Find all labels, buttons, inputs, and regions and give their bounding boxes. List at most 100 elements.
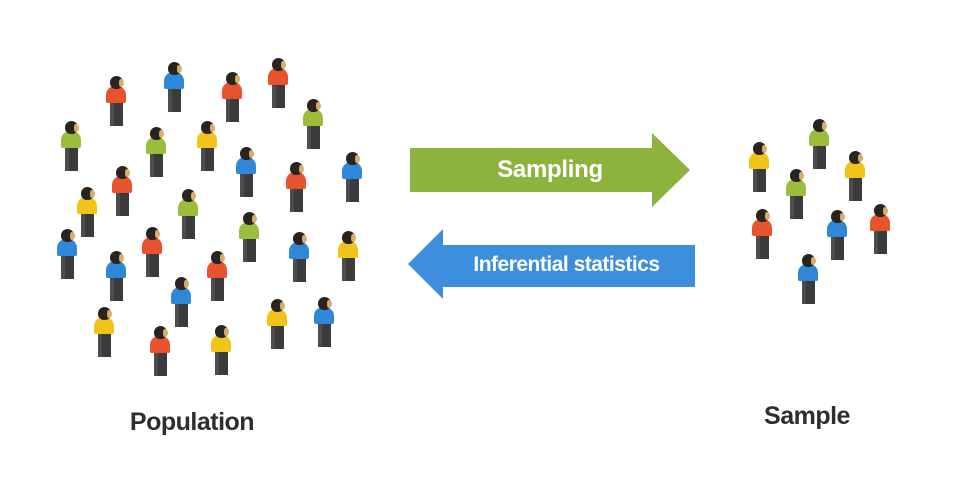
person-torso: [342, 162, 362, 179]
person-face: [821, 122, 827, 130]
person-legs: [181, 216, 195, 239]
person-icon: [171, 277, 191, 327]
person-head: [755, 209, 770, 222]
person-torso: [197, 131, 217, 148]
person-torso: [106, 86, 126, 103]
person-icon: [94, 307, 114, 357]
person-legs: [225, 99, 239, 122]
person-torso: [222, 82, 242, 99]
person-torso: [798, 264, 818, 281]
person-head: [873, 204, 888, 217]
sampling-arrow: Sampling: [410, 133, 690, 207]
person-torso: [303, 109, 323, 126]
person-face: [810, 257, 816, 265]
person-legs: [242, 239, 256, 262]
person-legs: [271, 85, 285, 108]
person-head: [109, 76, 124, 89]
person-face: [764, 212, 770, 220]
person-face: [761, 145, 767, 153]
person-head: [200, 121, 215, 134]
person-torso: [178, 199, 198, 216]
person-icon: [207, 251, 227, 301]
person-head: [341, 231, 356, 244]
inferential-statistics-arrow: Inferential statistics: [408, 229, 695, 299]
person-face: [298, 165, 304, 173]
person-icon: [112, 166, 132, 216]
person-head: [752, 142, 767, 155]
person-legs: [270, 326, 284, 349]
person-legs: [239, 174, 253, 197]
person-face: [798, 172, 804, 180]
person-torso: [94, 317, 114, 334]
person-icon: [749, 142, 769, 192]
person-face: [223, 328, 229, 336]
person-head: [225, 72, 240, 85]
person-head: [242, 212, 257, 225]
person-legs: [167, 89, 181, 112]
person-legs: [109, 278, 123, 301]
person-legs: [306, 126, 320, 149]
person-head: [80, 187, 95, 200]
person-head: [830, 210, 845, 223]
person-face: [857, 154, 863, 162]
person-face: [118, 254, 124, 262]
person-torso: [146, 137, 166, 154]
person-icon: [106, 251, 126, 301]
person-face: [89, 190, 95, 198]
person-head: [149, 127, 164, 140]
person-icon: [289, 232, 309, 282]
person-head: [109, 251, 124, 264]
person-legs: [210, 278, 224, 301]
person-torso: [845, 161, 865, 178]
person-icon: [809, 119, 829, 169]
person-legs: [830, 237, 844, 260]
person-face: [234, 75, 240, 83]
person-face: [209, 124, 215, 132]
person-legs: [174, 304, 188, 327]
person-torso: [289, 242, 309, 259]
person-legs: [752, 169, 766, 192]
person-face: [118, 79, 124, 87]
person-icon: [211, 325, 231, 375]
person-face: [183, 280, 189, 288]
person-legs: [64, 148, 78, 171]
population-label: Population: [129, 408, 255, 436]
person-torso: [236, 157, 256, 174]
person-legs: [60, 256, 74, 279]
person-torso: [164, 72, 184, 89]
person-legs: [214, 352, 228, 375]
person-icon: [106, 76, 126, 126]
person-torso: [77, 197, 97, 214]
person-icon: [845, 151, 865, 201]
person-torso: [61, 131, 81, 148]
person-head: [289, 162, 304, 175]
person-icon: [870, 204, 890, 254]
person-head: [317, 297, 332, 310]
person-legs: [289, 189, 303, 212]
person-legs: [200, 148, 214, 171]
person-icon: [338, 231, 358, 281]
person-legs: [97, 334, 111, 357]
person-legs: [109, 103, 123, 126]
person-legs: [345, 179, 359, 202]
person-torso: [142, 237, 162, 254]
person-torso: [268, 68, 288, 85]
person-icon: [314, 297, 334, 347]
person-face: [73, 124, 79, 132]
person-icon: [142, 227, 162, 277]
person-icon: [164, 62, 184, 112]
person-legs: [812, 146, 826, 169]
person-torso: [749, 152, 769, 169]
person-head: [115, 166, 130, 179]
person-head: [97, 307, 112, 320]
person-legs: [80, 214, 94, 237]
person-torso: [870, 214, 890, 231]
person-icon: [827, 210, 847, 260]
person-head: [153, 326, 168, 339]
person-torso: [211, 335, 231, 352]
person-head: [271, 58, 286, 71]
person-face: [219, 254, 225, 262]
person-face: [124, 169, 130, 177]
person-torso: [106, 261, 126, 278]
person-head: [167, 62, 182, 75]
